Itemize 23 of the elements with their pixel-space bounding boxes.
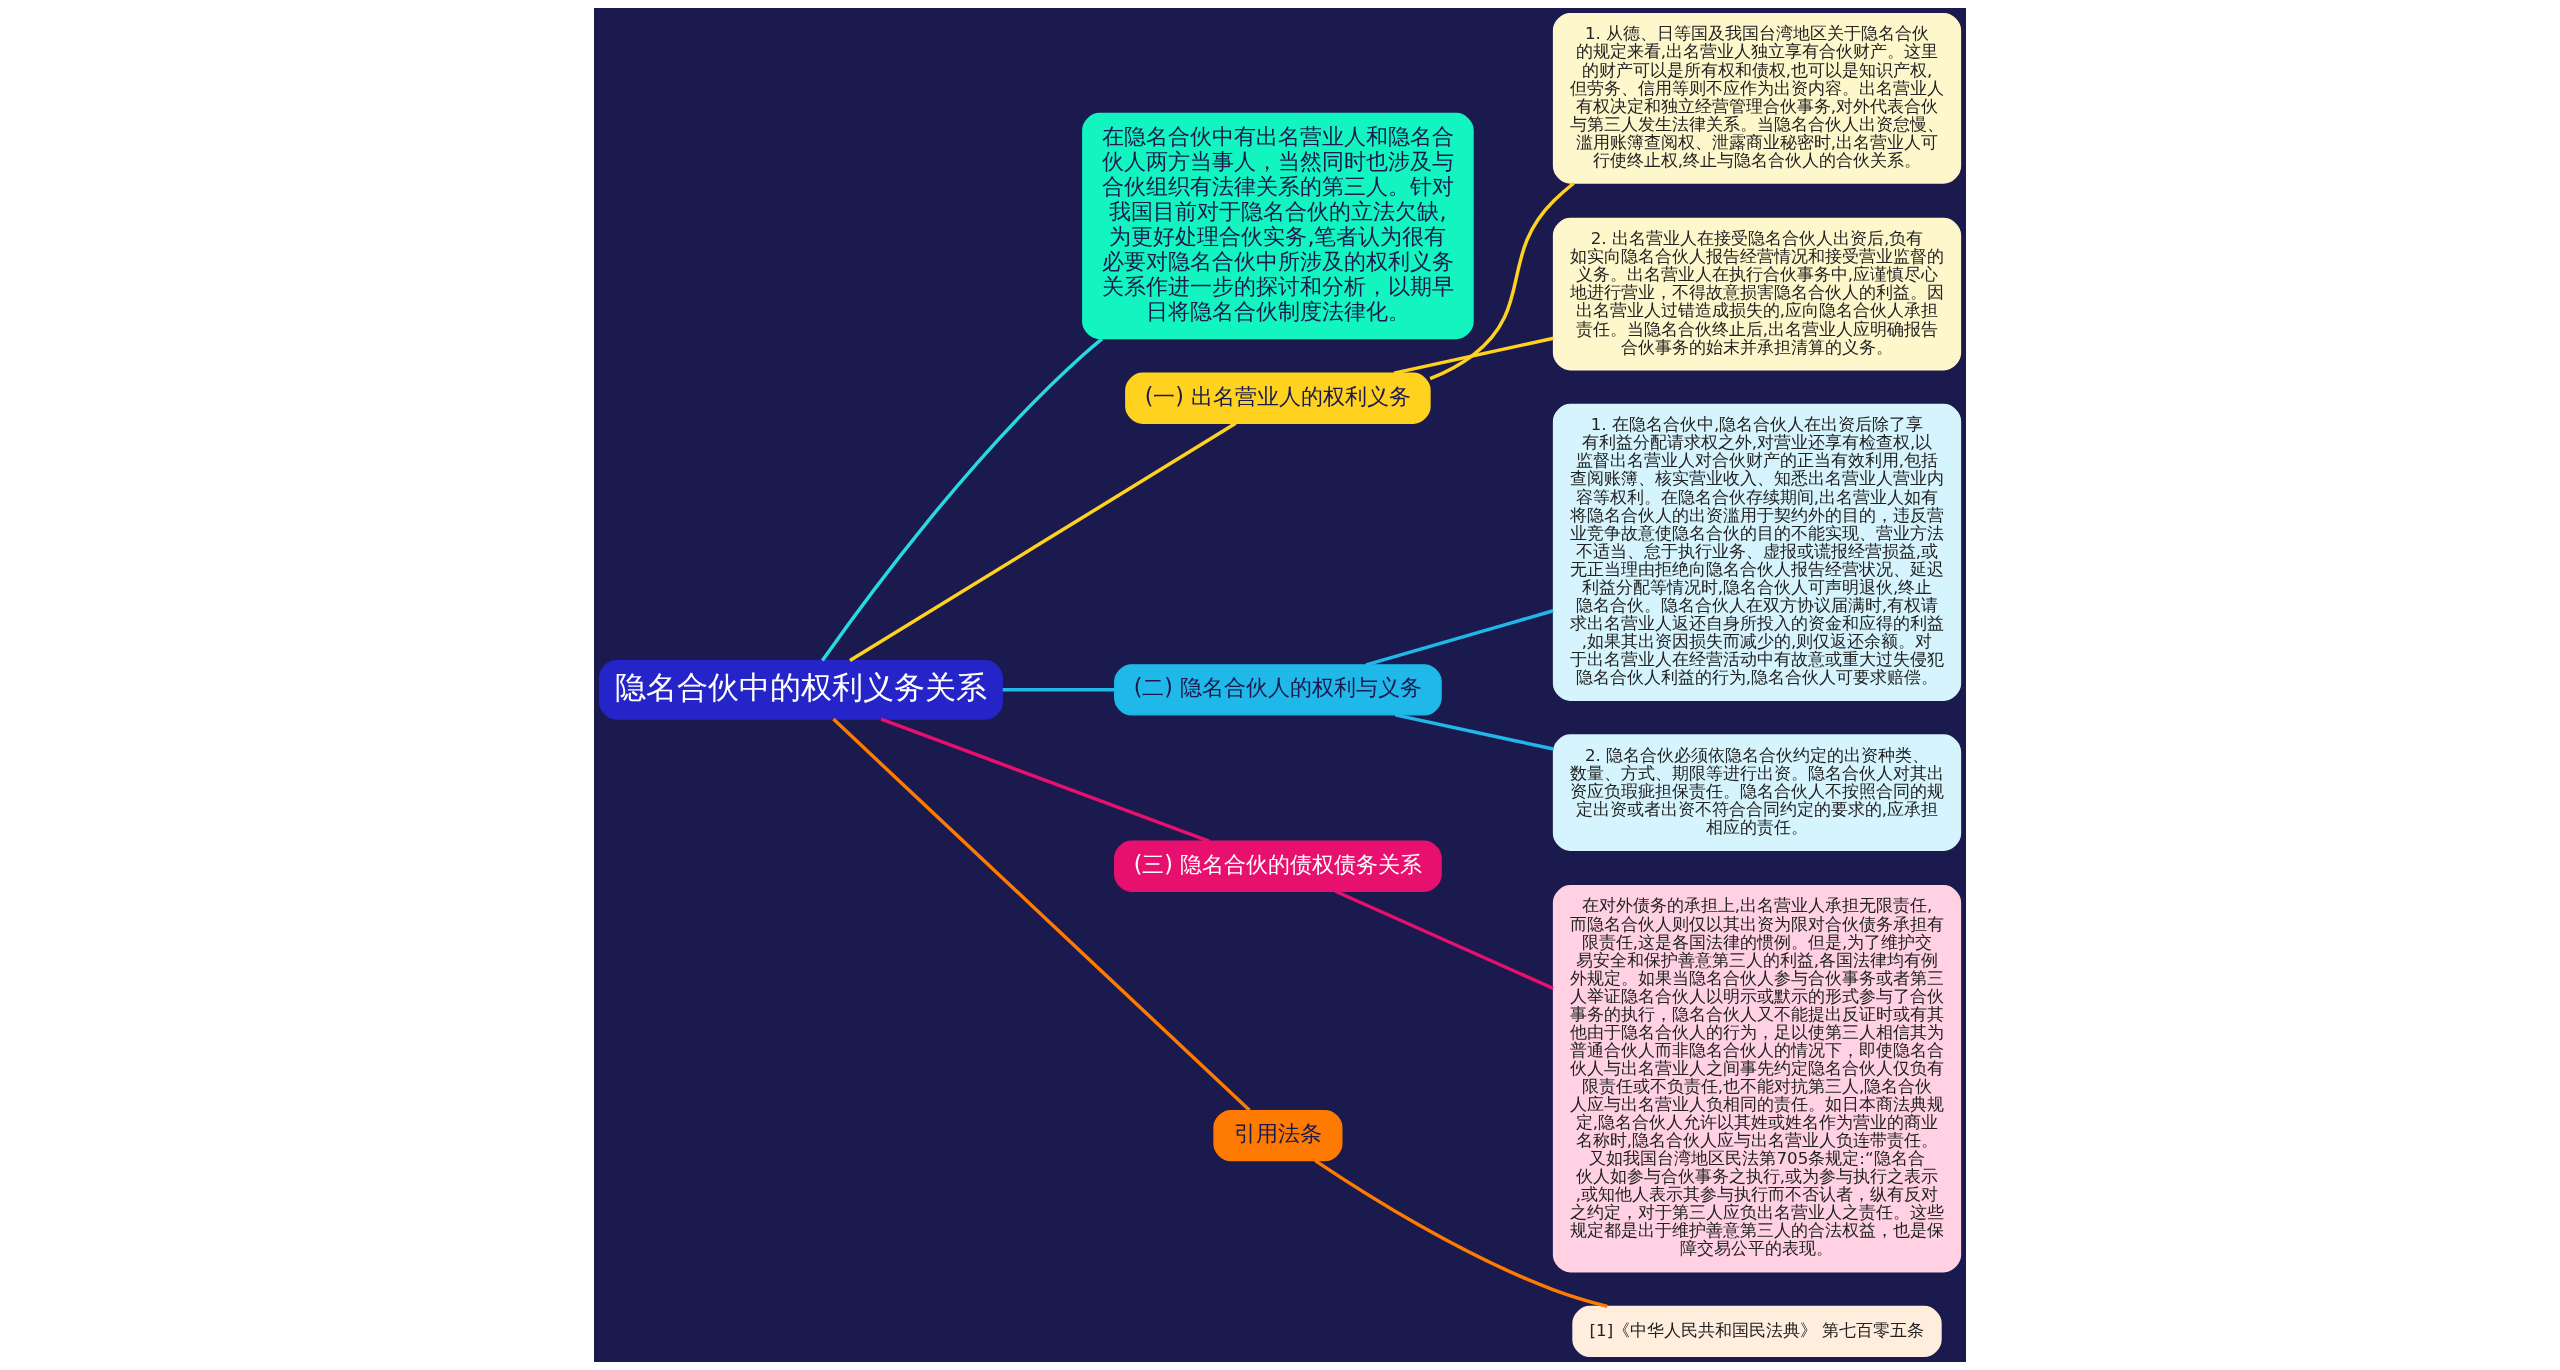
node-box: 1. 从德、日等国及我国台湾地区关于隐名合伙的规定来看,出名营业人独立享有合伙财产。这里的财产可以是所有权和债权,也可以是知识产权,但劳务、信用等则不应作为出资内容。出名营业人有权决定和独立经营管理合伙事务,对外代表合伙与第三人发生法律关系。当隐名合伙人出资怠慢、滥用账簿查阅权、泄露商业秘密时,出名营业人可行使终止权,终止与隐名合伙人的合伙关系。 xyxy=(1552,12,1962,184)
node-box: (三) 隐名合伙的债权债务关系 xyxy=(1114,840,1442,892)
node-box: (一) 出名营业人的权利义务 xyxy=(1125,372,1431,424)
connector xyxy=(1393,336,1554,375)
node-box: 隐名合伙中的权利义务关系 xyxy=(598,660,1003,720)
node-box: 2. 出名营业人在接受隐名合伙人出资后,负有如实向隐名合伙人报告经营情况和接受营业监督的义务。出名营业人在执行合伙事务中,应谨慎尽心地进行营业，不得故意损害隐名合伙人的利益。因出名营业人过错造成损失的,应向隐名合伙人承担责任。当隐名合伙终止后,出名营业人应明确报告合伙事务的始末并承担清算的义务。 xyxy=(1552,217,1962,371)
node-box: 在对外债务的承担上,出名营业人承担无限责任,而隐名合伙人则仅以其出资为限对合伙债务承担有限责任,这是各国法律的惯例。但是,为了维护交易安全和保护善意第三人的利益,各国法律均有例外规定。如果当隐名合伙人参与合伙事务或者第三人举证隐名合伙人以明示或默示的形式参与了合伙事务的执行，隐名合伙人又不能提出反证时或有其他由于隐名合伙人的行为，足以使第三人相信其为普通合伙人而非隐名合伙人的情况下，即使隐名合伙人与出名营业人之间事先约定隐名合伙人仅负有限责任或不负责任,也不能对抗第三人,隐名合伙人应与出名营业人负相同的责任。如日本商法典规定,隐名合伙人允许以其姓或姓名作为营业的商业名称时,隐名合伙人应与出名营业人负连带责任。又如我国台湾地区民法第705条规定:“隐名合伙人如参与合伙事务之执行,或为参与执行之表示,或知他人表示其参与执行而不否认者，纵有反对之约定，对于第三人应负出名营业人之责任。这些规定都是出于维护善意第三人的合法权益，也是保障交易公平的表现。 xyxy=(1552,884,1962,1273)
node-box: [1]《中华人民共和国民法典》 第七百零五条 xyxy=(1572,1305,1942,1358)
node-box: (二) 隐名合伙人的权利与义务 xyxy=(1114,664,1442,716)
node-box: 在隐名合伙中有出名营业人和隐名合伙人两方当事人，当然同时也涉及与合伙组织有法律关系的第三人。针对我国目前对于隐名合伙的立法欠缺,为更好处理合伙实务,笔者认为很有必要对隐名合伙中所涉及的权利义务关系作进一步的探讨和分析，以期早日将隐名合伙制度法律化。 xyxy=(1082,112,1474,340)
connector xyxy=(1365,609,1554,667)
node-box: 引用法条 xyxy=(1213,1109,1343,1162)
connector xyxy=(1394,713,1554,751)
connector xyxy=(1334,889,1554,990)
connector xyxy=(832,717,1251,1112)
node-box: 2. 隐名合伙必须依隐名合伙约定的出资种类、数量、方式、期限等进行出资。隐名合伙人对其出资应负瑕疵担保责任。隐名合伙人不按照合同的规定出资或者出资不符合合同约定的要求的,应承担相应的责任。 xyxy=(1552,734,1962,851)
connector xyxy=(1002,688,1115,692)
connector xyxy=(849,421,1237,663)
connector xyxy=(1429,181,1575,381)
connector xyxy=(821,337,1104,662)
connector xyxy=(1314,1159,1608,1309)
connector xyxy=(880,717,1210,843)
node-box: 1. 在隐名合伙中,隐名合伙人在出资后除了享有利益分配请求权之外,对营业还享有检查权,以监督出名营业人对合伙财产的正当有效利用,包括查阅账簿、核实营业收入、知悉出名营业人营业内容等权利。在隐名合伙存续期间,出名营业人如有将隐名合伙人的出资滥用于契约外的目的，违反营业竞争故意使隐名合伙的目的不能实现、营业方法不适当、怠于执行业务、虚报或谎报经营损益,或无正当理由拒绝向隐名合伙人报告经营状况、延迟利益分配等情况时,隐名合伙人可声明退伙,终止隐名合伙。隐名合伙人在双方协议届满时,有权请求出名营业人返还自身所投入的资金和应得的利益,如果其出资因损失而减少的,则仅返还余额。对于出名营业人在经营活动中有故意或重大过失侵犯隐名合伙人利益的行为,隐名合伙人可要求赔偿。 xyxy=(1552,403,1962,701)
